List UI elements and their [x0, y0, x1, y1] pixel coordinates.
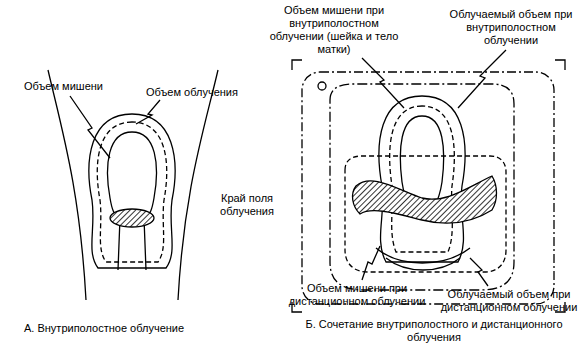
field-edge	[302, 72, 554, 304]
parametrium-hatched	[353, 176, 497, 223]
volume-label: Объем облучения	[146, 86, 246, 99]
leader-line	[362, 58, 404, 108]
intracavitary-target-volume	[390, 106, 455, 252]
point-marker	[318, 82, 326, 90]
intracavitary-irradiated-volume	[379, 96, 465, 262]
leader-line	[70, 96, 110, 158]
vagina-outline	[376, 248, 470, 270]
leader-line	[458, 50, 506, 108]
field-corner-bracket	[292, 60, 565, 312]
leader-line	[470, 258, 488, 286]
uterus-outline	[108, 132, 157, 218]
leader-line	[362, 246, 380, 280]
external-irradiated-volume	[330, 84, 514, 290]
volume-label: Облучаемый объем при дистанционном облуч…	[440, 288, 578, 314]
pelvis-outline	[48, 70, 86, 300]
cervix-hatched	[110, 209, 154, 227]
target-label: Объем мишени при внутриполостном облучен…	[264, 4, 404, 56]
target-label: Объем мишени	[24, 80, 116, 93]
target-label: Объем мишени при дистанционном облучении	[282, 282, 432, 308]
irradiation-volume	[89, 114, 175, 268]
leader-line	[136, 100, 160, 124]
field-edge-label: Край поля облучения	[208, 192, 286, 218]
external-target-volume	[345, 156, 506, 272]
target-volume	[97, 122, 166, 262]
volume-label: Облучаемый объем при внутриполостном обл…	[446, 8, 576, 47]
panel-caption: А. Внутриполостное облучение	[24, 322, 264, 335]
pelvis-outline	[178, 70, 218, 300]
panel-caption: Б. Сочетание внутриполостного и дистанци…	[290, 318, 578, 344]
